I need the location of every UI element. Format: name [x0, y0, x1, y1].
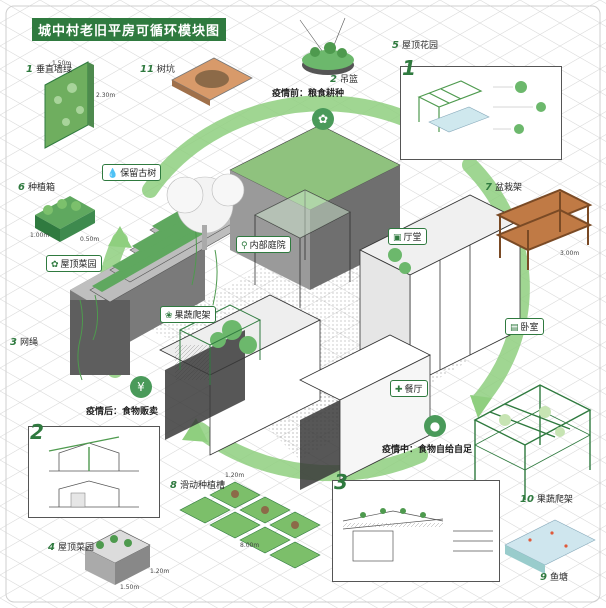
page-title: 城中村老旧平房可循环模块图: [32, 18, 227, 41]
tag-roof-veg: ✿屋顶菜园: [46, 255, 102, 272]
panel-number-1: 1: [402, 56, 416, 80]
dim-box-depth: 0.50m: [80, 236, 100, 243]
water-drop-icon: 💧: [107, 169, 119, 179]
module-vertical-wall: [44, 61, 94, 149]
phase-before: 疫情前：粮食耕种: [272, 89, 345, 99]
globe-phase-icon: ●: [424, 415, 446, 437]
module-tree-pit: [171, 57, 253, 106]
currency-yuan-icon: ¥: [130, 376, 152, 398]
dim-slide-depth: 1.20m: [225, 472, 245, 479]
tag-dining: ✚餐厅: [390, 380, 428, 397]
detail-panel-2: [28, 426, 160, 518]
tag-fruit-rack: ❀果蔬爬架: [160, 306, 216, 323]
location-pin-icon: ⚲: [241, 241, 248, 251]
leaf-icon: ❀: [165, 311, 173, 321]
old-tree-drawing: [166, 173, 245, 250]
dim-slide-width: 8.00m: [240, 542, 260, 549]
tag-old-tree: 💧保留古树: [102, 164, 162, 181]
phase-after: 疫情后：食物贩卖: [86, 407, 159, 417]
module-fish-pond: [504, 519, 596, 574]
tag-bedroom: ▤卧室: [505, 318, 544, 335]
module-pot-rack: [495, 188, 593, 270]
dim-roofveg-width: 1.50m: [120, 584, 140, 591]
panel-3-drawing: [342, 508, 493, 562]
dim-wall-width: 1.50m: [52, 60, 72, 67]
main-building: [70, 124, 521, 490]
bed-icon: ▤: [510, 323, 519, 333]
panel-2-drawing: [48, 436, 139, 508]
dim-wall-height: 2.30m: [96, 92, 116, 99]
panel-number-2: 2: [30, 420, 44, 444]
module-fruit-trellis: [473, 384, 592, 500]
module-sliding-troughs: [179, 481, 321, 569]
module-roof-veg-garden: [84, 529, 151, 585]
detail-panel-3: [332, 480, 500, 582]
sofa-icon: ▣: [393, 233, 402, 243]
plant-phase-icon: ✿: [312, 108, 334, 130]
dim-box-width: 1.00m: [30, 232, 50, 239]
panel-1-drawing: [417, 80, 546, 134]
phase-during: 疫情中：食物自给自足: [382, 445, 473, 455]
fork-knife-icon: ✚: [395, 385, 403, 395]
panel-number-3: 3: [334, 470, 348, 494]
module-hanging-basket: [299, 17, 354, 75]
module-planting-box: [35, 196, 95, 242]
detail-panel-1: [400, 66, 562, 160]
tag-hall: ▣厅堂: [388, 228, 427, 245]
dim-roofveg-height: 1.20m: [150, 568, 170, 575]
tag-courtyard: ⚲内部庭院: [236, 236, 291, 253]
dim-rack-width: 3.00m: [560, 250, 580, 257]
sprout-icon: ✿: [51, 260, 59, 270]
